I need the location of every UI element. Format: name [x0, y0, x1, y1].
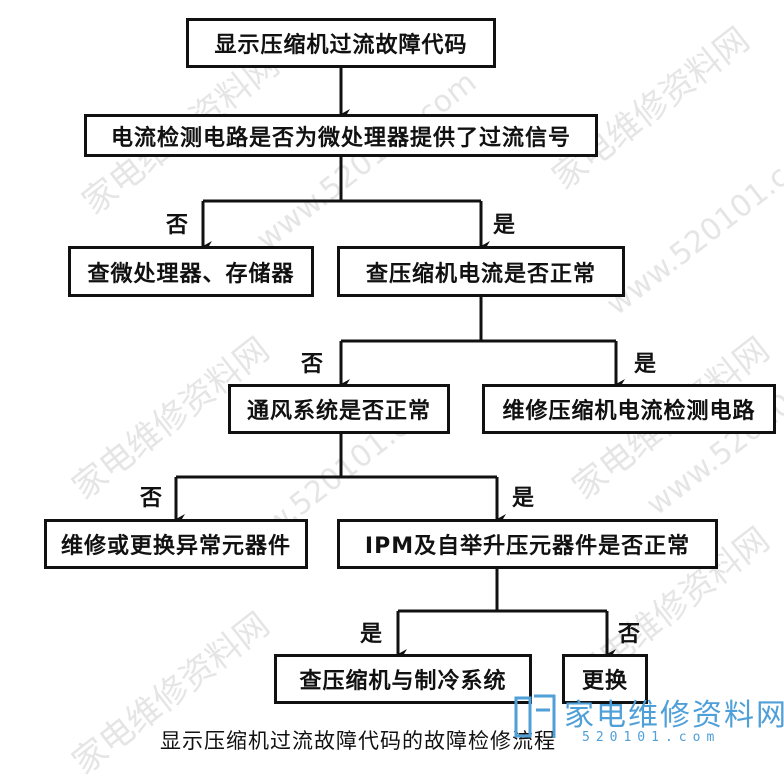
label-yes: 是: [493, 213, 516, 238]
label-yes: 是: [512, 486, 535, 511]
box-check-compressor-current: 查压缩机电流是否正常: [337, 246, 625, 297]
box-check-mcu-memory: 查微处理器、存储器: [68, 246, 314, 297]
label-no: 否: [301, 352, 324, 377]
connector-lines: [174, 68, 625, 659]
logo-mark-icon: [514, 694, 556, 738]
site-logo: 家电维修资料网 520101.com: [512, 690, 784, 758]
box-check-overcurrent-signal: 电流检测电路是否为微处理器提供了过流信号: [84, 114, 598, 157]
label-no: 否: [140, 486, 163, 511]
label-no: 否: [166, 213, 189, 238]
box-check-compressor-refrigeration: 查压缩机与制冷系统: [274, 654, 532, 704]
label-yes: 是: [634, 352, 657, 377]
box-check-ipm-bootstrap: IPM及自举升压元器件是否正常: [337, 519, 718, 569]
logo-url: 520101.com: [582, 730, 721, 745]
box-repair-current-detect-circuit: 维修压缩机电流检测电路: [482, 384, 776, 434]
box-check-ventilation: 通风系统是否正常: [228, 384, 450, 434]
box-replace: 更换: [562, 654, 648, 704]
box-show-fault-code: 显示压缩机过流故障代码: [186, 18, 496, 68]
logo-text: 家电维修资料网: [564, 698, 784, 733]
label-no: 否: [618, 622, 641, 647]
flowchart-canvas: 家电维修资料网 www.520101.com 家电维修资料网 www.52010…: [44, 18, 784, 783]
figure-caption: 显示压缩机过流故障代码的故障检修流程: [160, 729, 556, 753]
box-repair-replace-components: 维修或更换异常元器件: [44, 519, 308, 569]
label-yes: 是: [360, 622, 383, 647]
